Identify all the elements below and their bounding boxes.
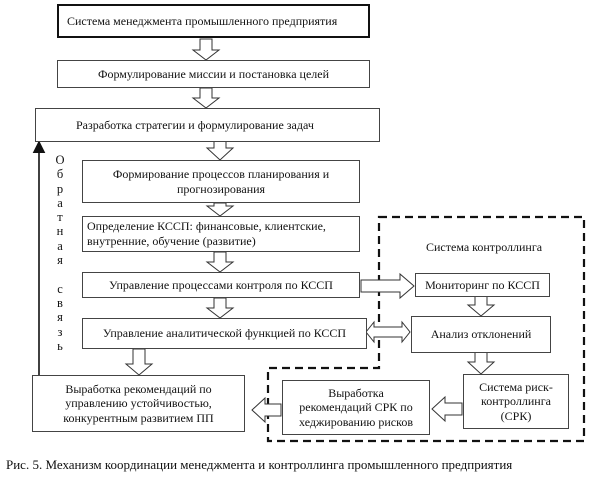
box-recommendations: Выработка рекомендаций по управлению уст… [32, 375, 245, 432]
box-mission: Формулирование миссии и постановка целей [57, 60, 370, 88]
feedback-letter: а [57, 195, 63, 210]
feedback-letter: н [56, 224, 64, 239]
feedback-letter: а [57, 238, 63, 253]
controlling-title: Система контроллинга [426, 240, 543, 254]
box-analytic-function: Управление аналитической функцией по КСС… [82, 318, 367, 349]
box-control-processes: Управление процессами контроля по КССП [82, 272, 360, 298]
feedback-letter: в [57, 295, 63, 310]
feedback-letter: О [55, 153, 65, 167]
feedback-letter [53, 267, 67, 281]
feedback-letter: т [57, 210, 63, 225]
box-monitoring: Мониторинг по КССП [415, 273, 550, 297]
box-management-system: Система менеджмента промышленного предпр… [57, 4, 370, 38]
feedback-letter: я [57, 310, 63, 325]
horizontal-flow-arrows [251, 272, 463, 424]
feedback-letter: р [56, 181, 64, 196]
box-deviation-analysis: Анализ отклонений [411, 316, 551, 353]
figure-caption: Рис. 5. Механизм координации менеджмента… [6, 457, 513, 472]
feedback-letter: з [57, 324, 63, 339]
box-risk-controlling: Система риск-контроллинга (СРК) [463, 374, 569, 429]
feedback-letter: б [56, 167, 64, 182]
box-planning: Формирование процессов планирования и пр… [82, 160, 360, 203]
box-srk-recommendations: Выработка рекомендаций СРК по хеджирован… [282, 380, 430, 435]
box-kssp: Определение КССП: финансовые, клиентские… [82, 216, 360, 252]
feedback-letter: ь [57, 338, 63, 353]
feedback-label: О б р а т н а я с в я з ь [53, 153, 67, 353]
feedback-letter: я [57, 253, 63, 268]
controlling-dashed-frame [266, 215, 586, 443]
box-strategy: Разработка стратегии и формулирование за… [35, 108, 380, 142]
feedback-letter: с [57, 281, 63, 296]
